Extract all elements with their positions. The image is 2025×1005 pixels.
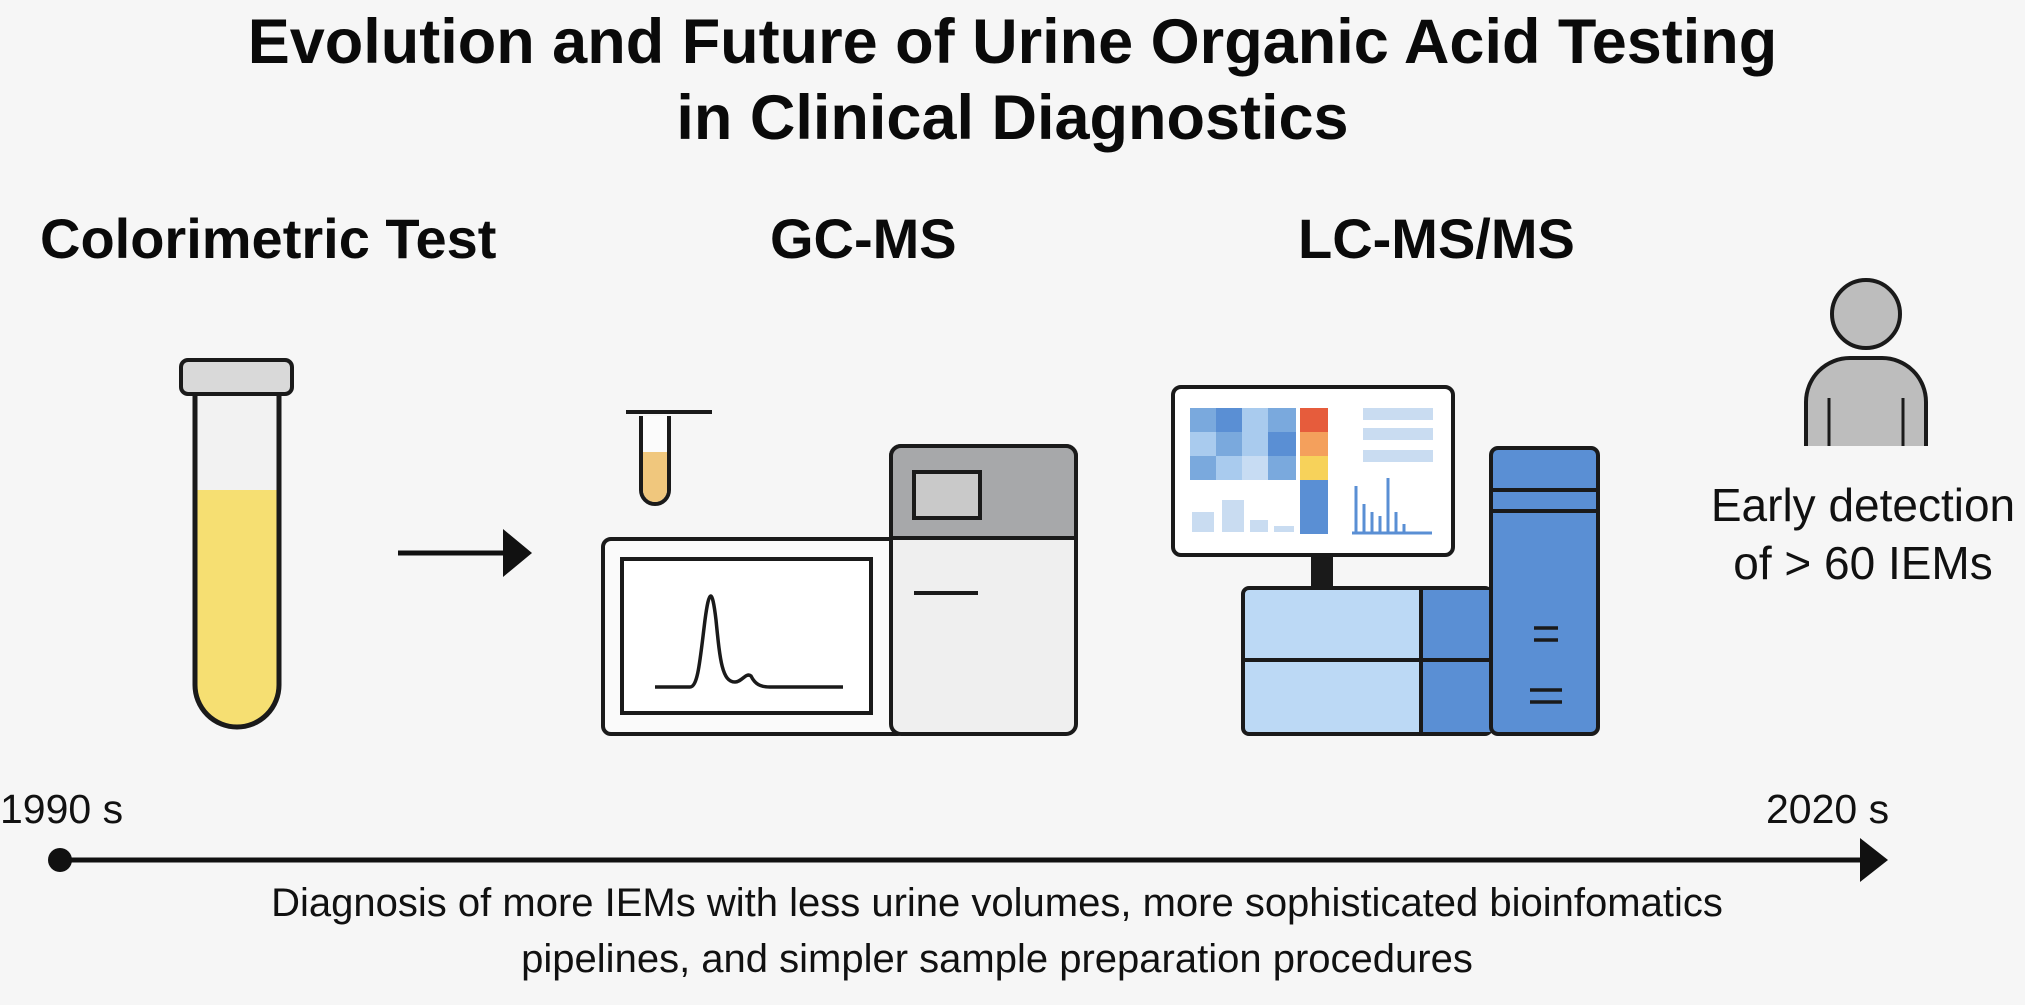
lc-ms-ms-instrument-icon <box>1171 385 1600 736</box>
caption-line-1: Diagnosis of more IEMs with less urine v… <box>271 881 1723 925</box>
test-tube-icon <box>179 358 294 730</box>
title-line-1: Evolution and Future of Urine Organic Ac… <box>247 7 1778 77</box>
title-line-2: in Clinical Diagnostics <box>676 83 1349 153</box>
stage-label-gc-ms: GC-MS <box>770 207 957 270</box>
timeline-end-label: 2020 s <box>1766 786 1890 832</box>
stage-label-lc-ms-ms: LC-MS/MS <box>1298 207 1575 270</box>
progress-arrow-icon <box>398 529 532 577</box>
stage-label-colorimetric: Colorimetric Test <box>40 207 497 270</box>
outcome-text: Early detection of > 60 IEMs <box>1698 476 2025 592</box>
person-icon <box>1804 278 1928 446</box>
diagram-title: Evolution and Future of Urine Organic Ac… <box>0 4 2025 156</box>
timeline-start-label: 1990 s <box>0 786 124 832</box>
outcome-line-2: of > 60 IEMs <box>1733 537 1993 589</box>
caption-line-2: pipelines, and simpler sample preparatio… <box>521 937 1473 981</box>
sample-vial-icon <box>626 410 712 506</box>
outcome-line-1: Early detection <box>1710 479 2016 531</box>
gc-ms-instrument-icon <box>601 444 1078 736</box>
timeline-caption: Diagnosis of more IEMs with less urine v… <box>0 875 1994 987</box>
timeline-axis <box>48 838 1888 882</box>
